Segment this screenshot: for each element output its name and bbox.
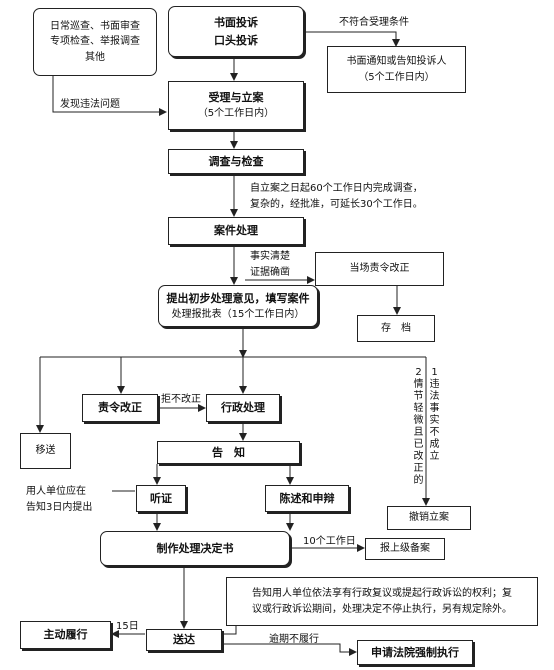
node-revoke-case: 撤销立案 [387,506,471,530]
node-archive: 存 档 [357,315,435,342]
label-found-violation: 发现违法问题 [60,99,120,110]
edge-rights-notice [222,626,237,635]
edge-overdue [222,643,357,656]
accept-line-1: 受理与立案 [208,91,264,105]
node-hearing: 听证 [136,485,186,512]
node-written-complaint: 书面投诉 口头投诉 [168,6,304,57]
label-time-limit: 自立案之日起60个工作日内完成调查， 复杂的，经批准，可延长30个工作日。 [250,181,423,212]
inspection-line-2: 专项检查、举报调查 [50,36,140,48]
accept-line-2: （5个工作日内） [197,108,275,120]
make-decision-label: 制作处理决定书 [156,541,234,555]
node-admin-handling: 行政处理 [206,394,280,422]
label-fifteen-days: 15日 [116,621,139,632]
label-facts-clear: 事实清楚 证据确凿 [250,249,290,280]
facts-clear-line-2: 证据确凿 [250,266,290,278]
notify-complainant-line-2: （5个工作日内） [358,71,435,83]
node-accept-file: 受理与立案 （5个工作日内） [168,81,304,130]
node-statement-defense: 陈述和申辩 [265,485,349,512]
label-refuse-correct: 拒不改正 [161,394,201,405]
node-order-correction: 责令改正 [82,394,158,422]
case-handling-label: 案件处理 [214,224,258,238]
complaint-line-1: 书面投诉 [214,16,258,30]
label-vertical-1: 1违法事实不成立 [429,367,440,462]
court-enforcement-label: 申请法院强制执行 [371,645,459,659]
label-overdue: 逾期不履行 [269,634,319,645]
admin-handling-label: 行政处理 [221,401,265,415]
archive-label: 存 档 [381,322,411,334]
report-record-label: 报上级备案 [380,543,430,555]
inspection-line-3: 其他 [85,51,105,63]
node-investigate: 调查与检查 [168,149,304,174]
order-correction-label: 责令改正 [98,401,142,415]
node-court-enforcement: 申请法院强制执行 [357,640,473,665]
node-voluntary-perform: 主动履行 [20,621,111,649]
time-limit-line-1: 自立案之日起60个工作日内完成调查， [250,183,423,194]
node-rights-notice: 告知用人单位依法享有行政复议或提起行政诉讼的权利；复 议或行政诉讼期间，处理决定… [226,577,538,626]
label-vertical-2: 2情节轻微且已改正的 [413,367,424,486]
node-make-decision: 制作处理决定书 [100,531,290,566]
node-deliver: 送达 [146,629,222,651]
complaint-line-2: 口头投诉 [214,33,258,47]
node-daily-inspection: 日常巡查、书面审查 专项检查、举报调查 其他 [33,8,157,76]
employer-request-line-2: 告知3日内提出 [26,501,93,513]
voluntary-perform-label: 主动履行 [43,628,88,642]
node-notify: 告 知 [157,441,300,464]
preliminary-line-1: 提出初步处理意见，填写案件 [166,291,310,305]
investigate-label: 调查与检查 [208,154,264,168]
statement-defense-label: 陈述和申辩 [279,491,335,505]
onsite-correction-label: 当场责令改正 [349,263,410,275]
rights-notice-line-1: 告知用人单位依法享有行政复议或提起行政诉讼的权利；复 [252,588,512,599]
edge-not-meet [305,31,400,47]
node-notify-complainant: 书面通知或告知投诉人 （5个工作日内） [327,46,466,93]
inspection-line-1: 日常巡查、书面审查 [50,20,140,32]
node-case-handling: 案件处理 [168,217,304,245]
node-onsite-correction: 当场责令改正 [315,252,444,286]
notify-complainant-line-1: 书面通知或告知投诉人 [346,56,447,67]
node-preliminary-opinion: 提出初步处理意见，填写案件 处理报批表（15个工作日内） [158,285,318,327]
edge-found-violation [52,76,167,116]
rights-notice-line-2: 议或行政诉讼期间，处理决定不停止执行，另有规定除外。 [252,603,512,615]
deliver-label: 送达 [173,633,195,647]
time-limit-line-2: 复杂的，经批准，可延长30个工作日。 [250,198,423,210]
preliminary-line-2: 处理报批表（15个工作日内） [171,308,305,320]
label-employer-request: 用人单位应在 告知3日内提出 [26,484,92,515]
notify-label: 告 知 [212,445,245,459]
transfer-label: 移送 [35,445,56,457]
label-not-meet-conditions: 不符合受理条件 [339,17,409,28]
facts-clear-line-1: 事实清楚 [250,251,290,262]
node-transfer: 移送 [20,433,71,469]
node-report-record: 报上级备案 [365,538,445,560]
employer-request-line-1: 用人单位应在 [26,486,86,497]
revoke-case-label: 撤销立案 [409,512,449,524]
hearing-label: 听证 [150,491,172,505]
label-ten-days: 10个工作日 [303,536,356,547]
